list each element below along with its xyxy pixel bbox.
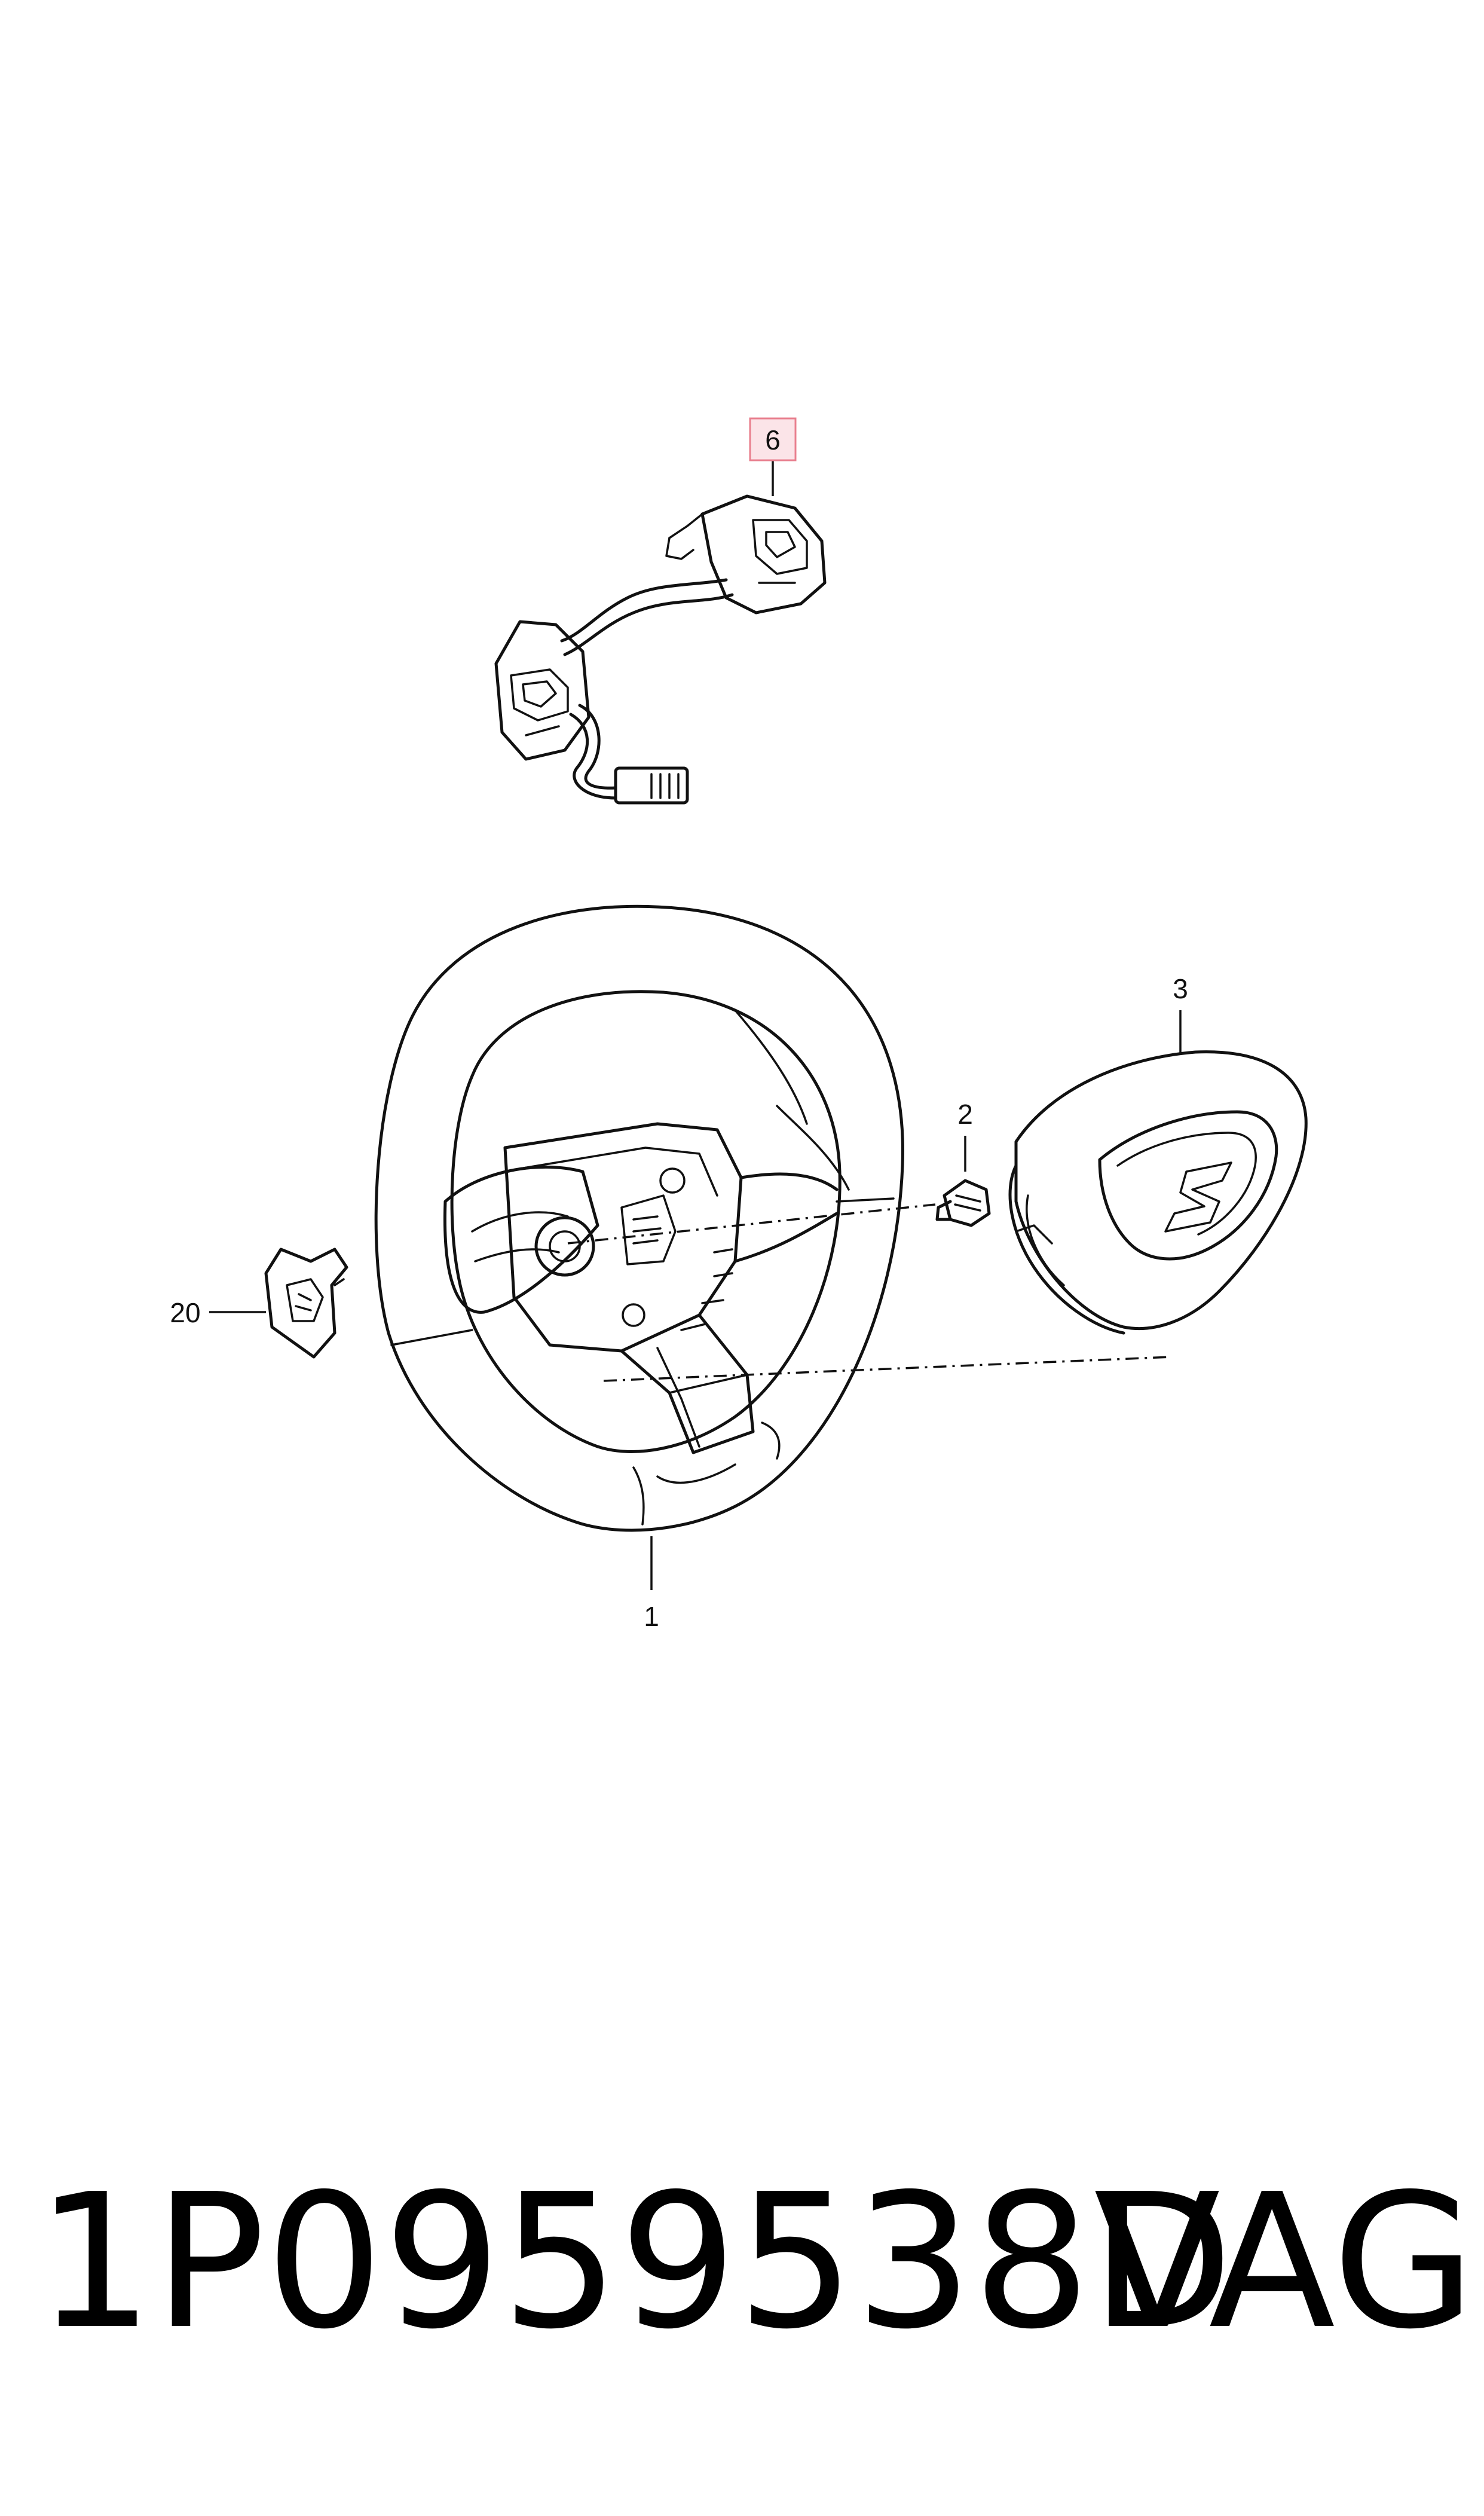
callout-20[interactable]: 20 — [170, 1297, 200, 1328]
brand-label: VAG — [1094, 2154, 1476, 2370]
callout-1[interactable]: 1 — [644, 1601, 659, 1632]
callout-3[interactable]: 3 — [1173, 973, 1188, 1004]
airbag-unit — [1008, 1010, 1308, 1335]
callout-2[interactable]: 2 — [957, 1099, 973, 1130]
screw — [935, 1136, 991, 1227]
callout-6[interactable]: 6 — [765, 424, 781, 455]
callout-box-6 — [749, 417, 797, 461]
steering-wheel — [374, 904, 904, 1590]
assembly-line-airbag — [603, 1356, 1172, 1382]
assembly-line-screw — [567, 1203, 936, 1245]
brand-logo-icon — [1164, 1161, 1232, 1233]
part-number: 1P0959538D — [36, 2154, 1234, 2370]
bracket-part — [209, 1248, 348, 1359]
multifunction-switch-assembly — [494, 417, 827, 805]
